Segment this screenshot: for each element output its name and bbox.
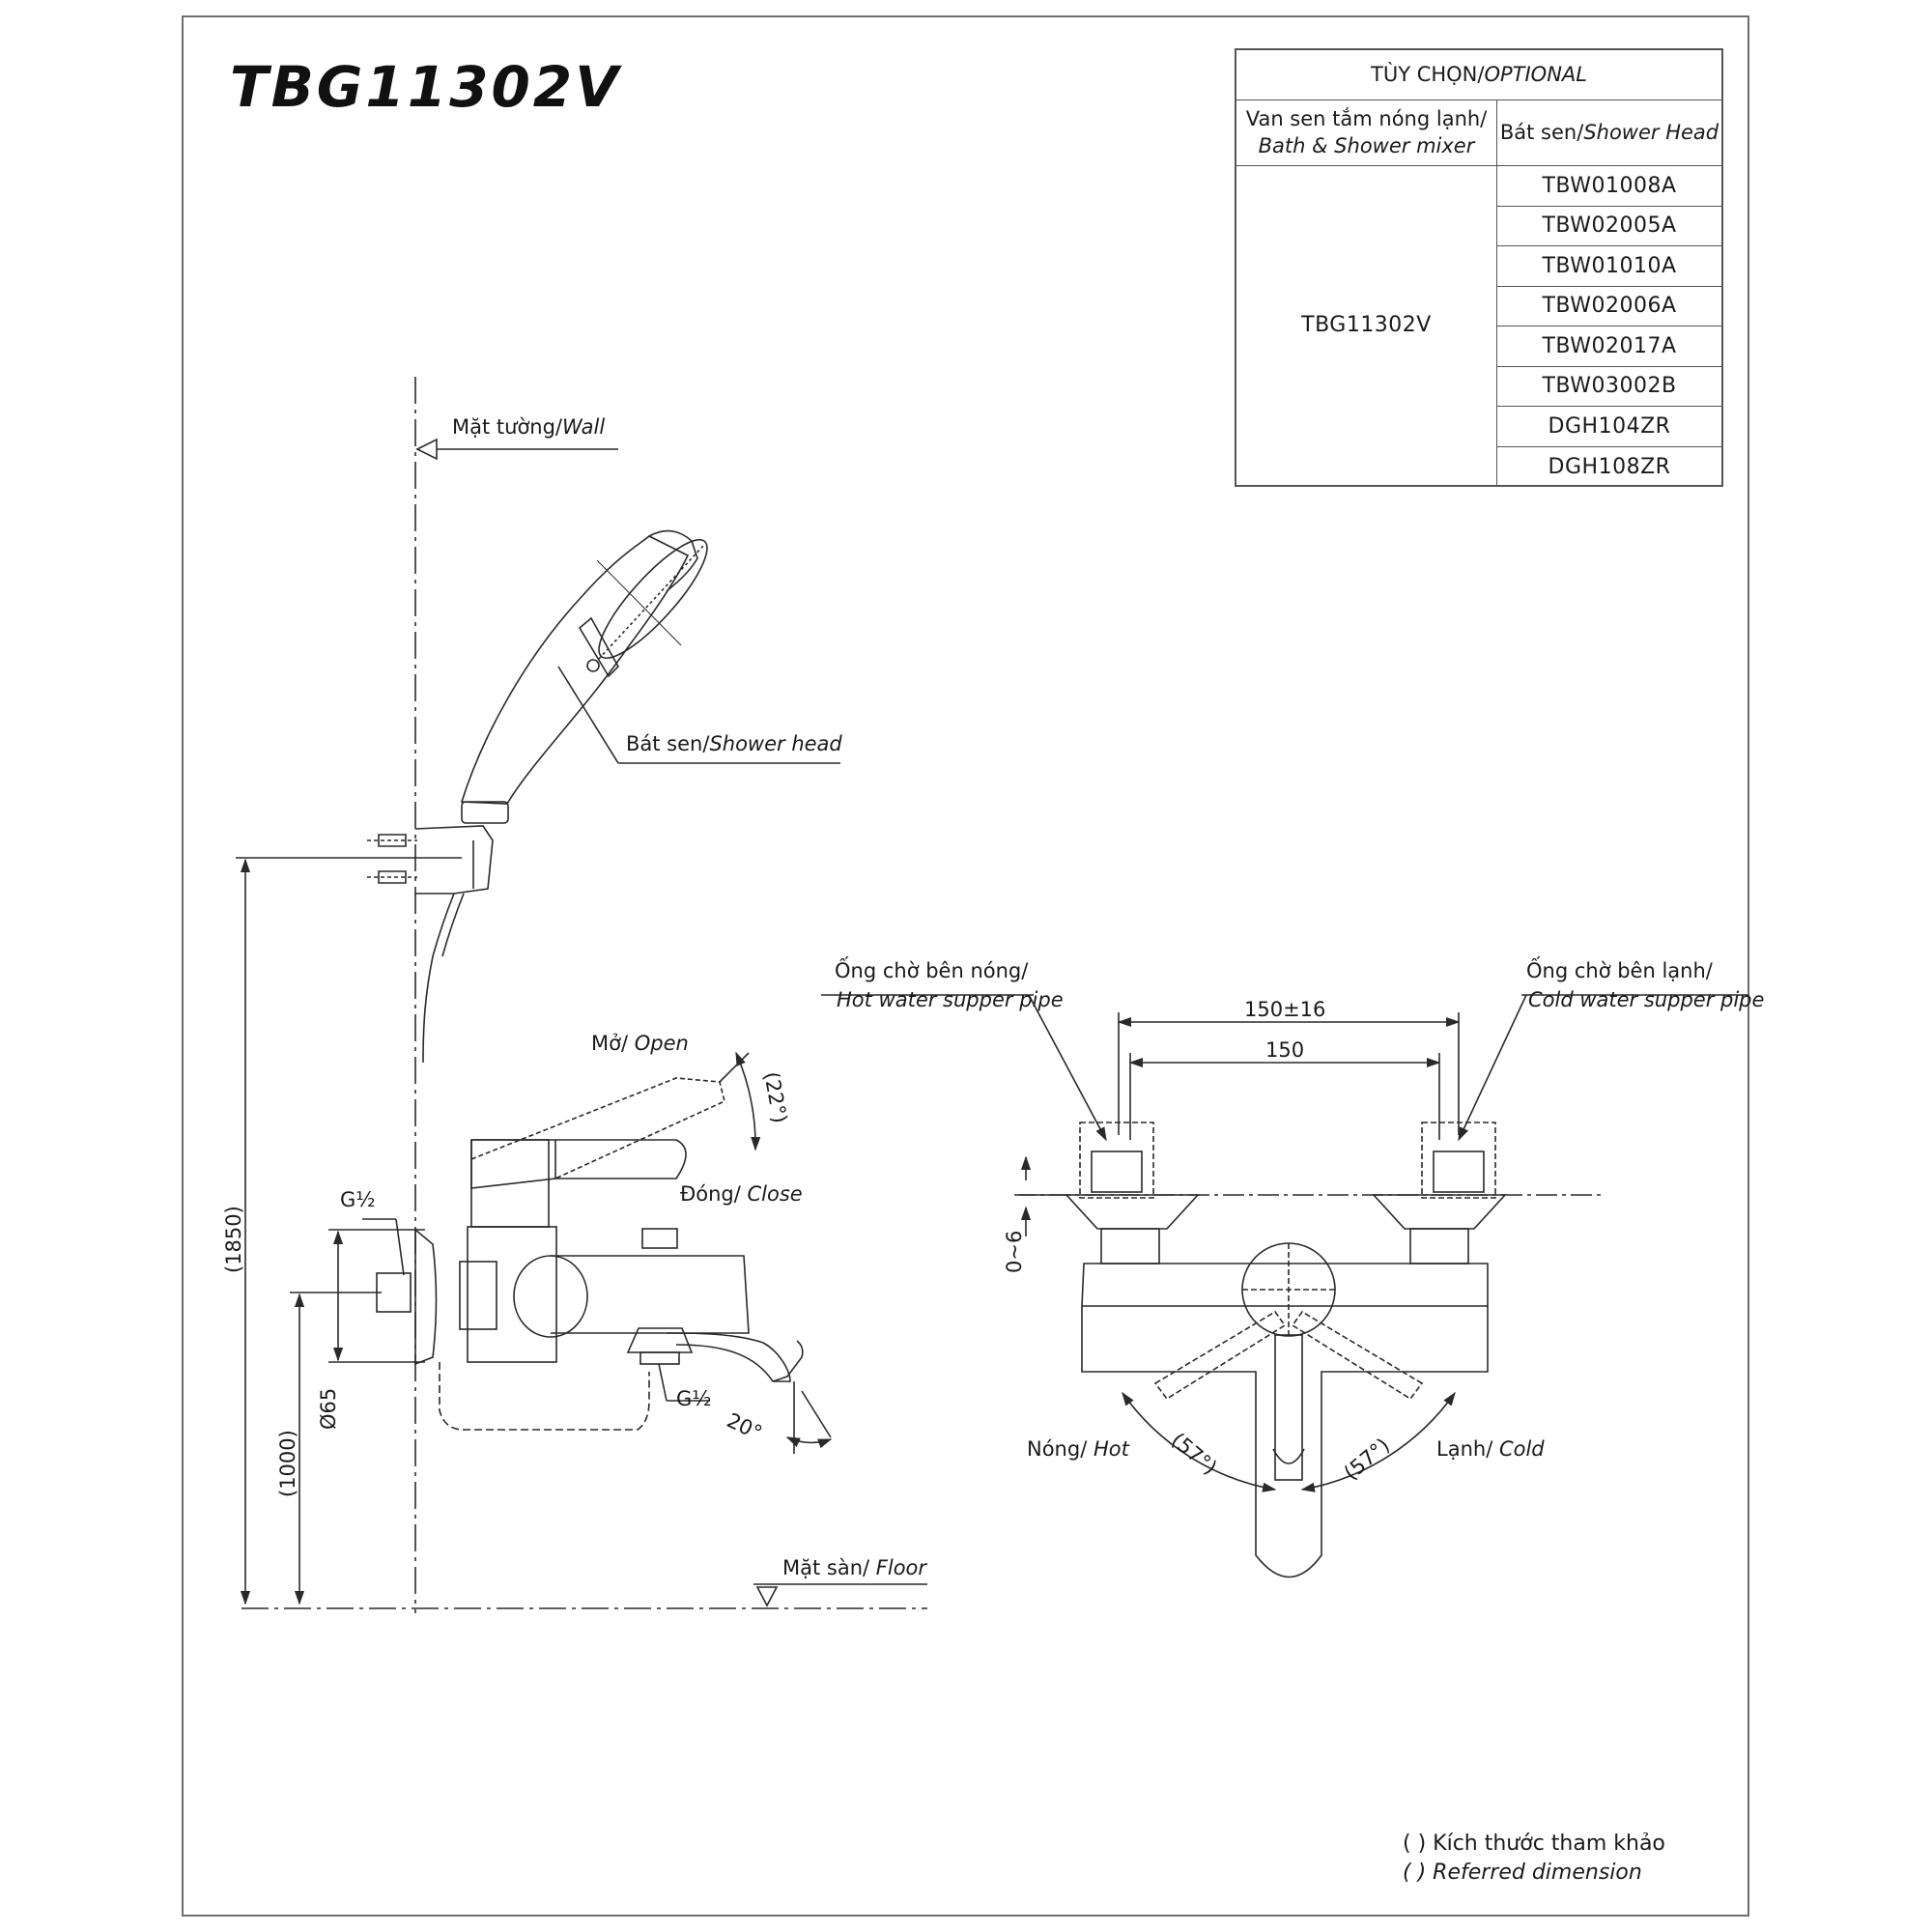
side-view <box>236 377 927 1613</box>
label-wall-en: Wall <box>562 415 606 439</box>
shower-head-row: TBW02006A <box>1497 287 1721 327</box>
label-shower-head-vi: Bát sen/ <box>626 732 710 755</box>
label-cold: Lạnh/ Cold <box>1436 1439 1545 1460</box>
dim-height-mixer: (1000) <box>276 1430 299 1497</box>
options-header-en: OPTIONAL <box>1484 62 1587 86</box>
label-cold-pipe-vi: Ống chờ bên lạnh/ <box>1526 959 1713 982</box>
label-wall: Mặt tường/Wall <box>452 417 605 438</box>
mixer-side-drawing <box>376 1077 804 1431</box>
dim-thread-outlet: G½ <box>676 1387 712 1410</box>
label-cold-vi: Lạnh/ <box>1436 1437 1499 1461</box>
label-hot-en: Hot <box>1093 1437 1129 1461</box>
options-table-header: TÙY CHỌN/OPTIONAL <box>1236 50 1721 100</box>
mixer-model-cell: TBG11302V <box>1236 166 1497 485</box>
label-hot-pipe: Ống chờ bên nóng/ <box>835 961 1028 981</box>
label-wall-vi: Mặt tường/ <box>452 415 563 439</box>
shower-holder <box>367 825 494 1064</box>
dim-centers-range: 150±16 <box>1244 998 1326 1021</box>
dim-centers: 150 <box>1265 1038 1305 1062</box>
shower-head-list: TBW01008A TBW02005A TBW01010A TBW02006A … <box>1497 166 1721 487</box>
label-hot: Nóng/ Hot <box>1027 1439 1129 1460</box>
label-close-vi: Đóng/ <box>680 1182 748 1206</box>
hot-supply-pipe <box>1065 1122 1200 1264</box>
label-floor-en: Floor <box>875 1556 927 1579</box>
shower-head-row: TBW02005A <box>1497 207 1721 246</box>
shower-head-row: TBW01008A <box>1497 166 1721 207</box>
cold-supply-pipe <box>1372 1122 1507 1264</box>
label-hot-pipe-en: Hot water supper pipe <box>837 988 1064 1011</box>
shower-head-drawing <box>460 529 708 824</box>
note-reference-vi: ( ) Kích thước tham khảo <box>1403 1832 1665 1856</box>
shower-head-row: TBW02017A <box>1497 327 1721 367</box>
label-close-en: Close <box>747 1182 803 1206</box>
column-header-mixer: Van sen tắm nóng lạnh/ Bath & Shower mix… <box>1236 100 1497 166</box>
note-reference-en: ( ) Referred dimension <box>1403 1861 1642 1885</box>
label-hot-vi: Nóng/ <box>1027 1437 1094 1461</box>
label-hot-pipe-vi: Ống chờ bên nóng/ <box>835 959 1029 982</box>
column-head-vi: Bát sen/ <box>1499 120 1584 144</box>
mixer-front-drawing <box>1081 1242 1489 1578</box>
dim-diameter: Ø65 <box>317 1387 340 1430</box>
label-shower-head-en: Shower head <box>709 732 842 755</box>
label-cold-pipe-en: Cold water supper pipe <box>1528 988 1765 1011</box>
shower-head-row: TBW03002B <box>1497 367 1721 407</box>
label-floor: Mặt sàn/ Floor <box>782 1558 926 1578</box>
column-mixer-en: Bath & Shower mixer <box>1258 133 1475 157</box>
column-mixer-vi: Van sen tắm nóng lạnh/ <box>1245 107 1488 131</box>
label-open-en: Open <box>634 1032 689 1055</box>
dim-offset: 0~6 <box>1003 1230 1026 1273</box>
dim-thread-inlet: G½ <box>340 1188 376 1211</box>
label-shower-head: Bát sen/Shower head <box>626 734 842 754</box>
label-floor-vi: Mặt sàn/ <box>782 1556 876 1579</box>
column-head-en: Shower Head <box>1583 120 1719 144</box>
shower-head-row: DGH104ZR <box>1497 407 1721 447</box>
shower-head-row: TBW01010A <box>1497 246 1721 287</box>
label-open-vi: Mở/ <box>591 1032 635 1055</box>
drawing-frame <box>182 15 1749 1917</box>
options-table: TÙY CHỌN/OPTIONAL Van sen tắm nóng lạnh/… <box>1235 48 1723 487</box>
model-title: TBG11302V <box>230 54 622 120</box>
shower-head-row: DGH108ZR <box>1548 454 1671 479</box>
label-cold-en: Cold <box>1498 1437 1545 1461</box>
column-header-shower-head: Bát sen/Shower Head <box>1497 100 1721 166</box>
front-view <box>821 994 1748 1578</box>
dim-height-total: (1850) <box>222 1206 245 1273</box>
options-header-vi: TÙY CHỌN/ <box>1371 62 1485 86</box>
label-close: Đóng/ Close <box>680 1184 803 1205</box>
label-open: Mở/ Open <box>591 1034 689 1054</box>
label-cold-pipe: Ống chờ bên lạnh/ <box>1526 961 1713 981</box>
